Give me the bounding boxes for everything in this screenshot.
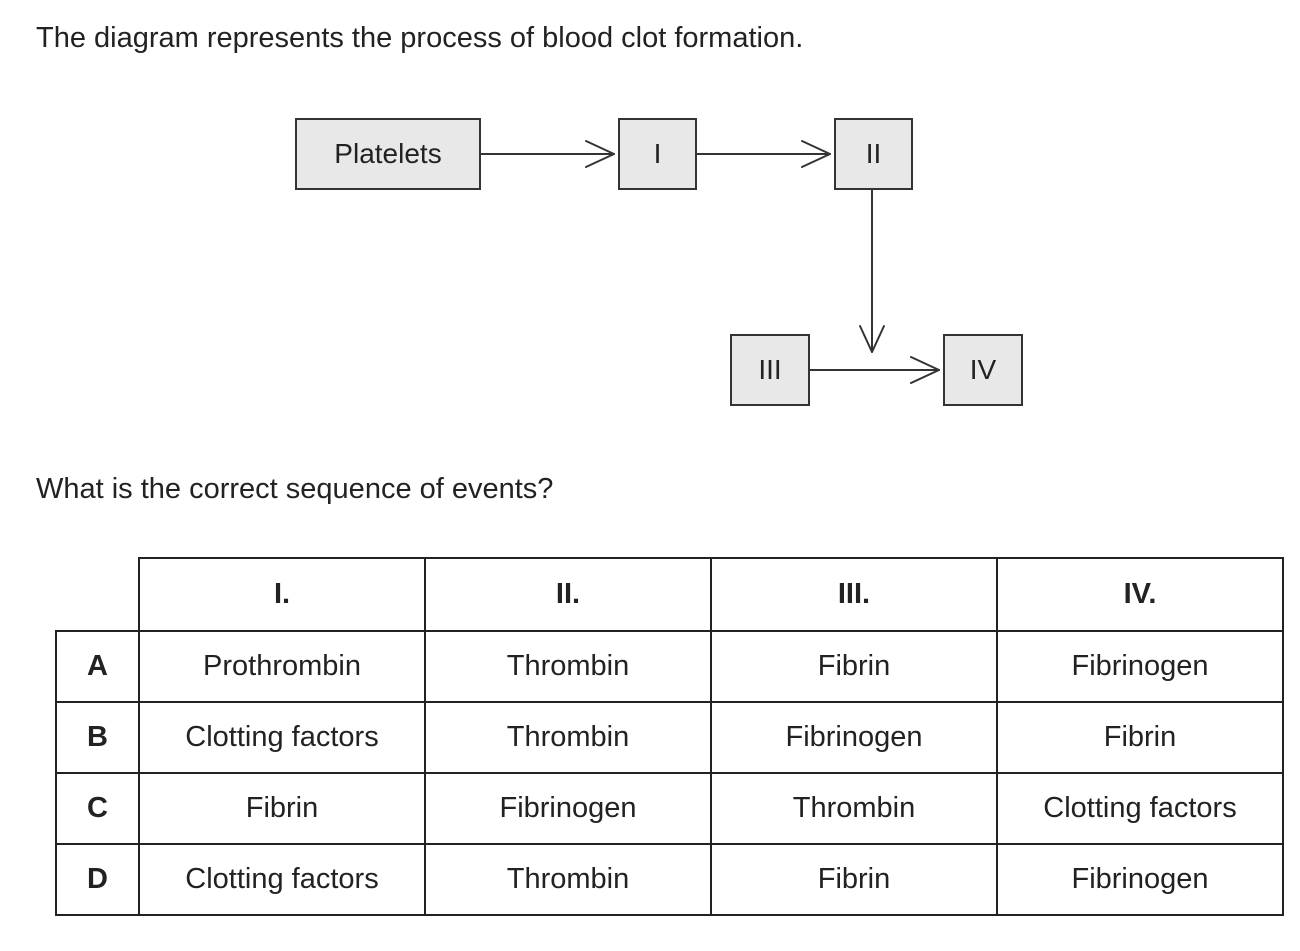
table-row-b[interactable]: B Clotting factors Thrombin Fibrinogen F… [55, 701, 1284, 774]
option-letter: B [55, 701, 140, 774]
header-ii: II. [424, 557, 712, 632]
node-platelets-label: Platelets [334, 138, 442, 169]
table-cell: Prothrombin [138, 630, 426, 703]
table-cell: Fibrinogen [424, 772, 712, 845]
table-row-c[interactable]: C Fibrin Fibrinogen Thrombin Clotting fa… [55, 772, 1284, 845]
flow-diagram [480, 140, 940, 384]
table-row-a[interactable]: A Prothrombin Thrombin Fibrin Fibrinogen [55, 630, 1284, 703]
table-cell: Clotting factors [138, 701, 426, 774]
table-cell: Thrombin [710, 772, 998, 845]
node-ii: II [834, 118, 913, 190]
table-cell: Thrombin [424, 630, 712, 703]
table-cell: Clotting factors [996, 772, 1284, 845]
table-cell: Fibrinogen [710, 701, 998, 774]
node-iii-label: III [758, 354, 782, 385]
node-i: I [618, 118, 697, 190]
intro-text: The diagram represents the process of bl… [36, 22, 804, 54]
node-iv-label: IV [969, 354, 997, 385]
option-letter: D [55, 843, 140, 916]
arrowhead-down [859, 325, 885, 353]
table-cell: Fibrin [138, 772, 426, 845]
node-i-label: I [653, 138, 662, 169]
answer-table: I. II. III. IV. A Prothrombin Thrombin F… [55, 557, 1284, 916]
arrowhead-iv [910, 356, 940, 384]
header-iii: III. [710, 557, 998, 632]
table-cell: Fibrin [996, 701, 1284, 774]
table-header-row: I. II. III. IV. [56, 557, 1284, 632]
header-i: I. [138, 557, 426, 632]
table-row-d[interactable]: D Clotting factors Thrombin Fibrin Fibri… [55, 843, 1284, 916]
table-cell: Clotting factors [138, 843, 426, 916]
option-letter: A [55, 630, 140, 703]
option-letter: C [55, 772, 140, 845]
question-text: What is the correct sequence of events? [36, 473, 554, 505]
table-cell: Thrombin [424, 843, 712, 916]
table-cell: Fibrin [710, 843, 998, 916]
header-iv: IV. [996, 557, 1284, 632]
table-cell: Fibrinogen [996, 843, 1284, 916]
table-cell: Fibrinogen [996, 630, 1284, 703]
node-platelets: Platelets [295, 118, 481, 190]
node-iv: IV [943, 334, 1023, 406]
node-iii: III [730, 334, 810, 406]
arrowhead-ii [801, 140, 831, 168]
table-corner [56, 558, 140, 632]
table-cell: Thrombin [424, 701, 712, 774]
arrowhead-i [585, 140, 615, 168]
table-cell: Fibrin [710, 630, 998, 703]
node-ii-label: II [865, 138, 882, 169]
